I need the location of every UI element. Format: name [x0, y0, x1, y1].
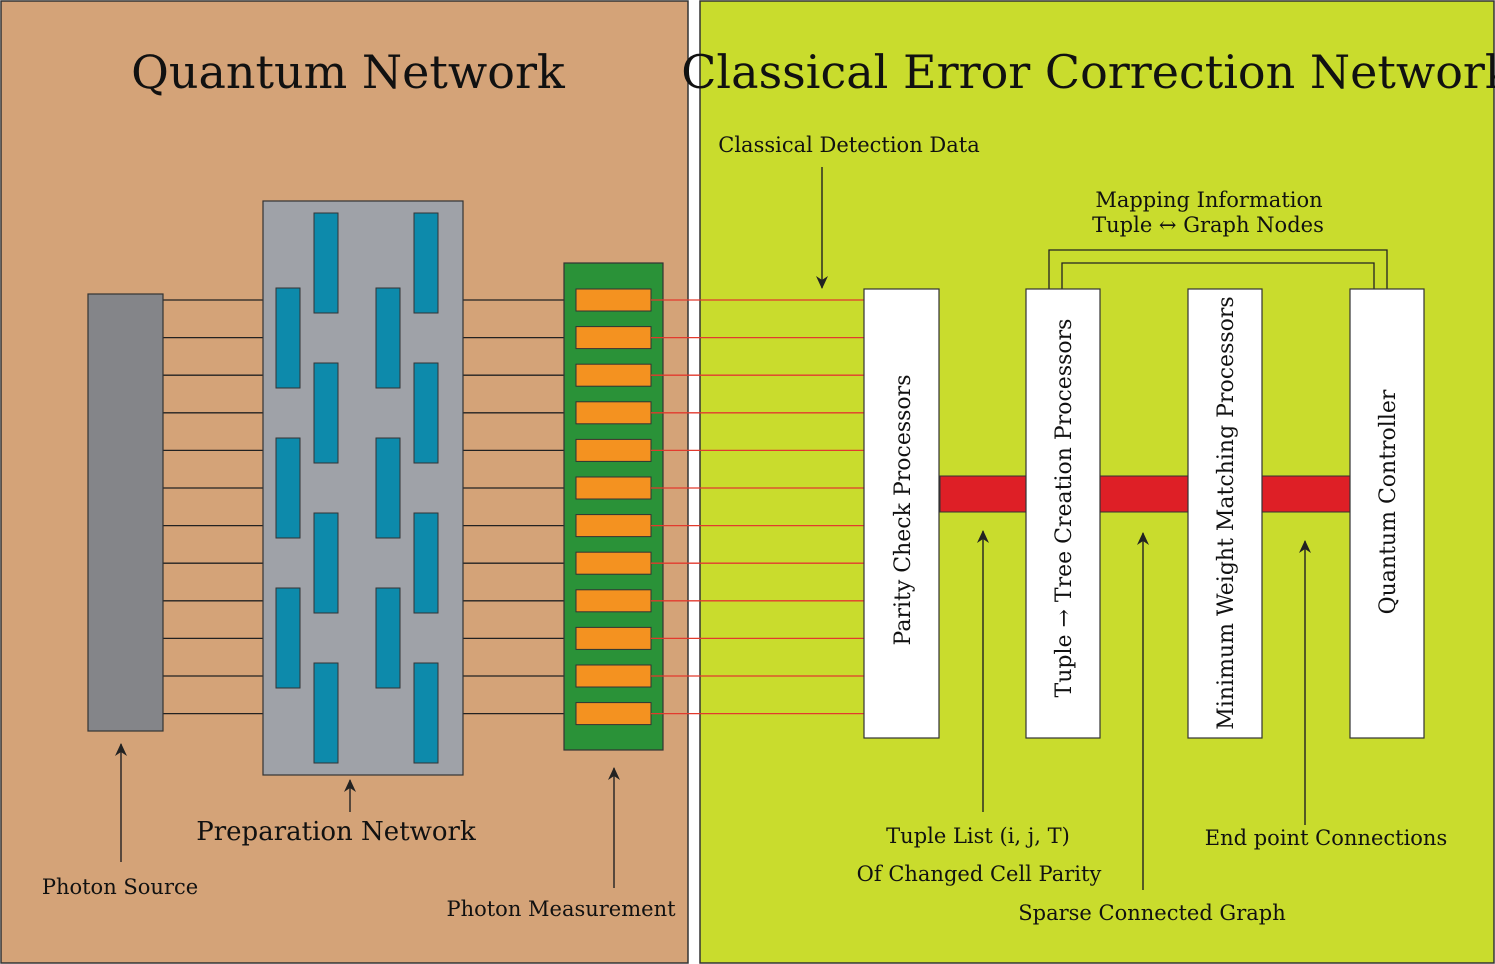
tree-creation-processor-label: Tuple → Tree Creation Processors	[1052, 319, 1077, 698]
entangling-gate	[313, 662, 339, 764]
mapping-connector-inner	[1061, 262, 1375, 289]
detector-cell	[575, 626, 652, 650]
mapping-connector-outer	[1048, 249, 1388, 289]
detector-cell	[575, 551, 652, 575]
photon-measurement-label: Photon Measurement	[446, 897, 676, 921]
sparse-graph-label: Sparse Connected Graph	[1018, 901, 1286, 925]
classical-detection-label: Classical Detection Data	[718, 133, 979, 157]
parity-check-processor-label: Parity Check Processors	[891, 375, 916, 646]
detector-cell	[575, 438, 652, 462]
detector-cell	[575, 288, 652, 312]
entangling-gate	[275, 287, 301, 389]
quantum-network-title: Quantum Network	[131, 45, 566, 99]
entangling-gate	[313, 212, 339, 314]
entangling-gate	[313, 362, 339, 464]
entangling-gate	[413, 512, 439, 614]
entangling-gate	[413, 212, 439, 314]
entangling-gate	[375, 287, 401, 389]
entangling-gate	[413, 362, 439, 464]
link-tuple-to-matching	[1099, 475, 1189, 513]
detector-cell	[575, 401, 652, 425]
detector-cell	[575, 514, 652, 538]
quantum-controller-box	[1349, 288, 1425, 739]
entangling-gate	[275, 587, 301, 689]
classical-detection-lines	[651, 299, 864, 715]
entangling-gate	[313, 512, 339, 614]
tuple-list-line1: Tuple List (i, j, T)	[886, 824, 1070, 848]
detector-cell	[575, 363, 652, 387]
entangling-gate	[375, 587, 401, 689]
link-parity-to-tuple	[939, 475, 1027, 513]
entangling-gate	[375, 437, 401, 539]
tuple-list-line2: Of Changed Cell Parity	[857, 862, 1102, 886]
detector-cell	[575, 476, 652, 500]
entangling-gate	[413, 662, 439, 764]
mapping-info-line2: Tuple ↔ Graph Nodes	[1092, 213, 1324, 237]
entangling-gates	[275, 212, 439, 764]
matching-processor-label: Minimum Weight Matching Processors	[1214, 296, 1239, 729]
classical-network-title: Classical Error Correction Network	[681, 45, 1495, 99]
parity-check-processor-box	[863, 288, 940, 739]
matching-processor-box	[1187, 288, 1263, 739]
photon-source-block	[87, 293, 164, 732]
endpoint-connections-label: End point Connections	[1205, 826, 1447, 850]
preparation-network-label: Preparation Network	[196, 817, 476, 847]
entangling-gate	[275, 437, 301, 539]
mapping-info-line1: Mapping Information	[1095, 188, 1322, 212]
detector-cell	[575, 589, 652, 613]
detector-cell	[575, 664, 652, 688]
photon-source-label: Photon Source	[42, 875, 198, 899]
link-matching-to-controller	[1261, 475, 1351, 513]
detector-cell	[575, 702, 652, 726]
detector-cell	[575, 326, 652, 350]
quantum-controller-label: Quantum Controller	[1376, 389, 1401, 614]
tree-creation-processor-box	[1025, 288, 1101, 739]
